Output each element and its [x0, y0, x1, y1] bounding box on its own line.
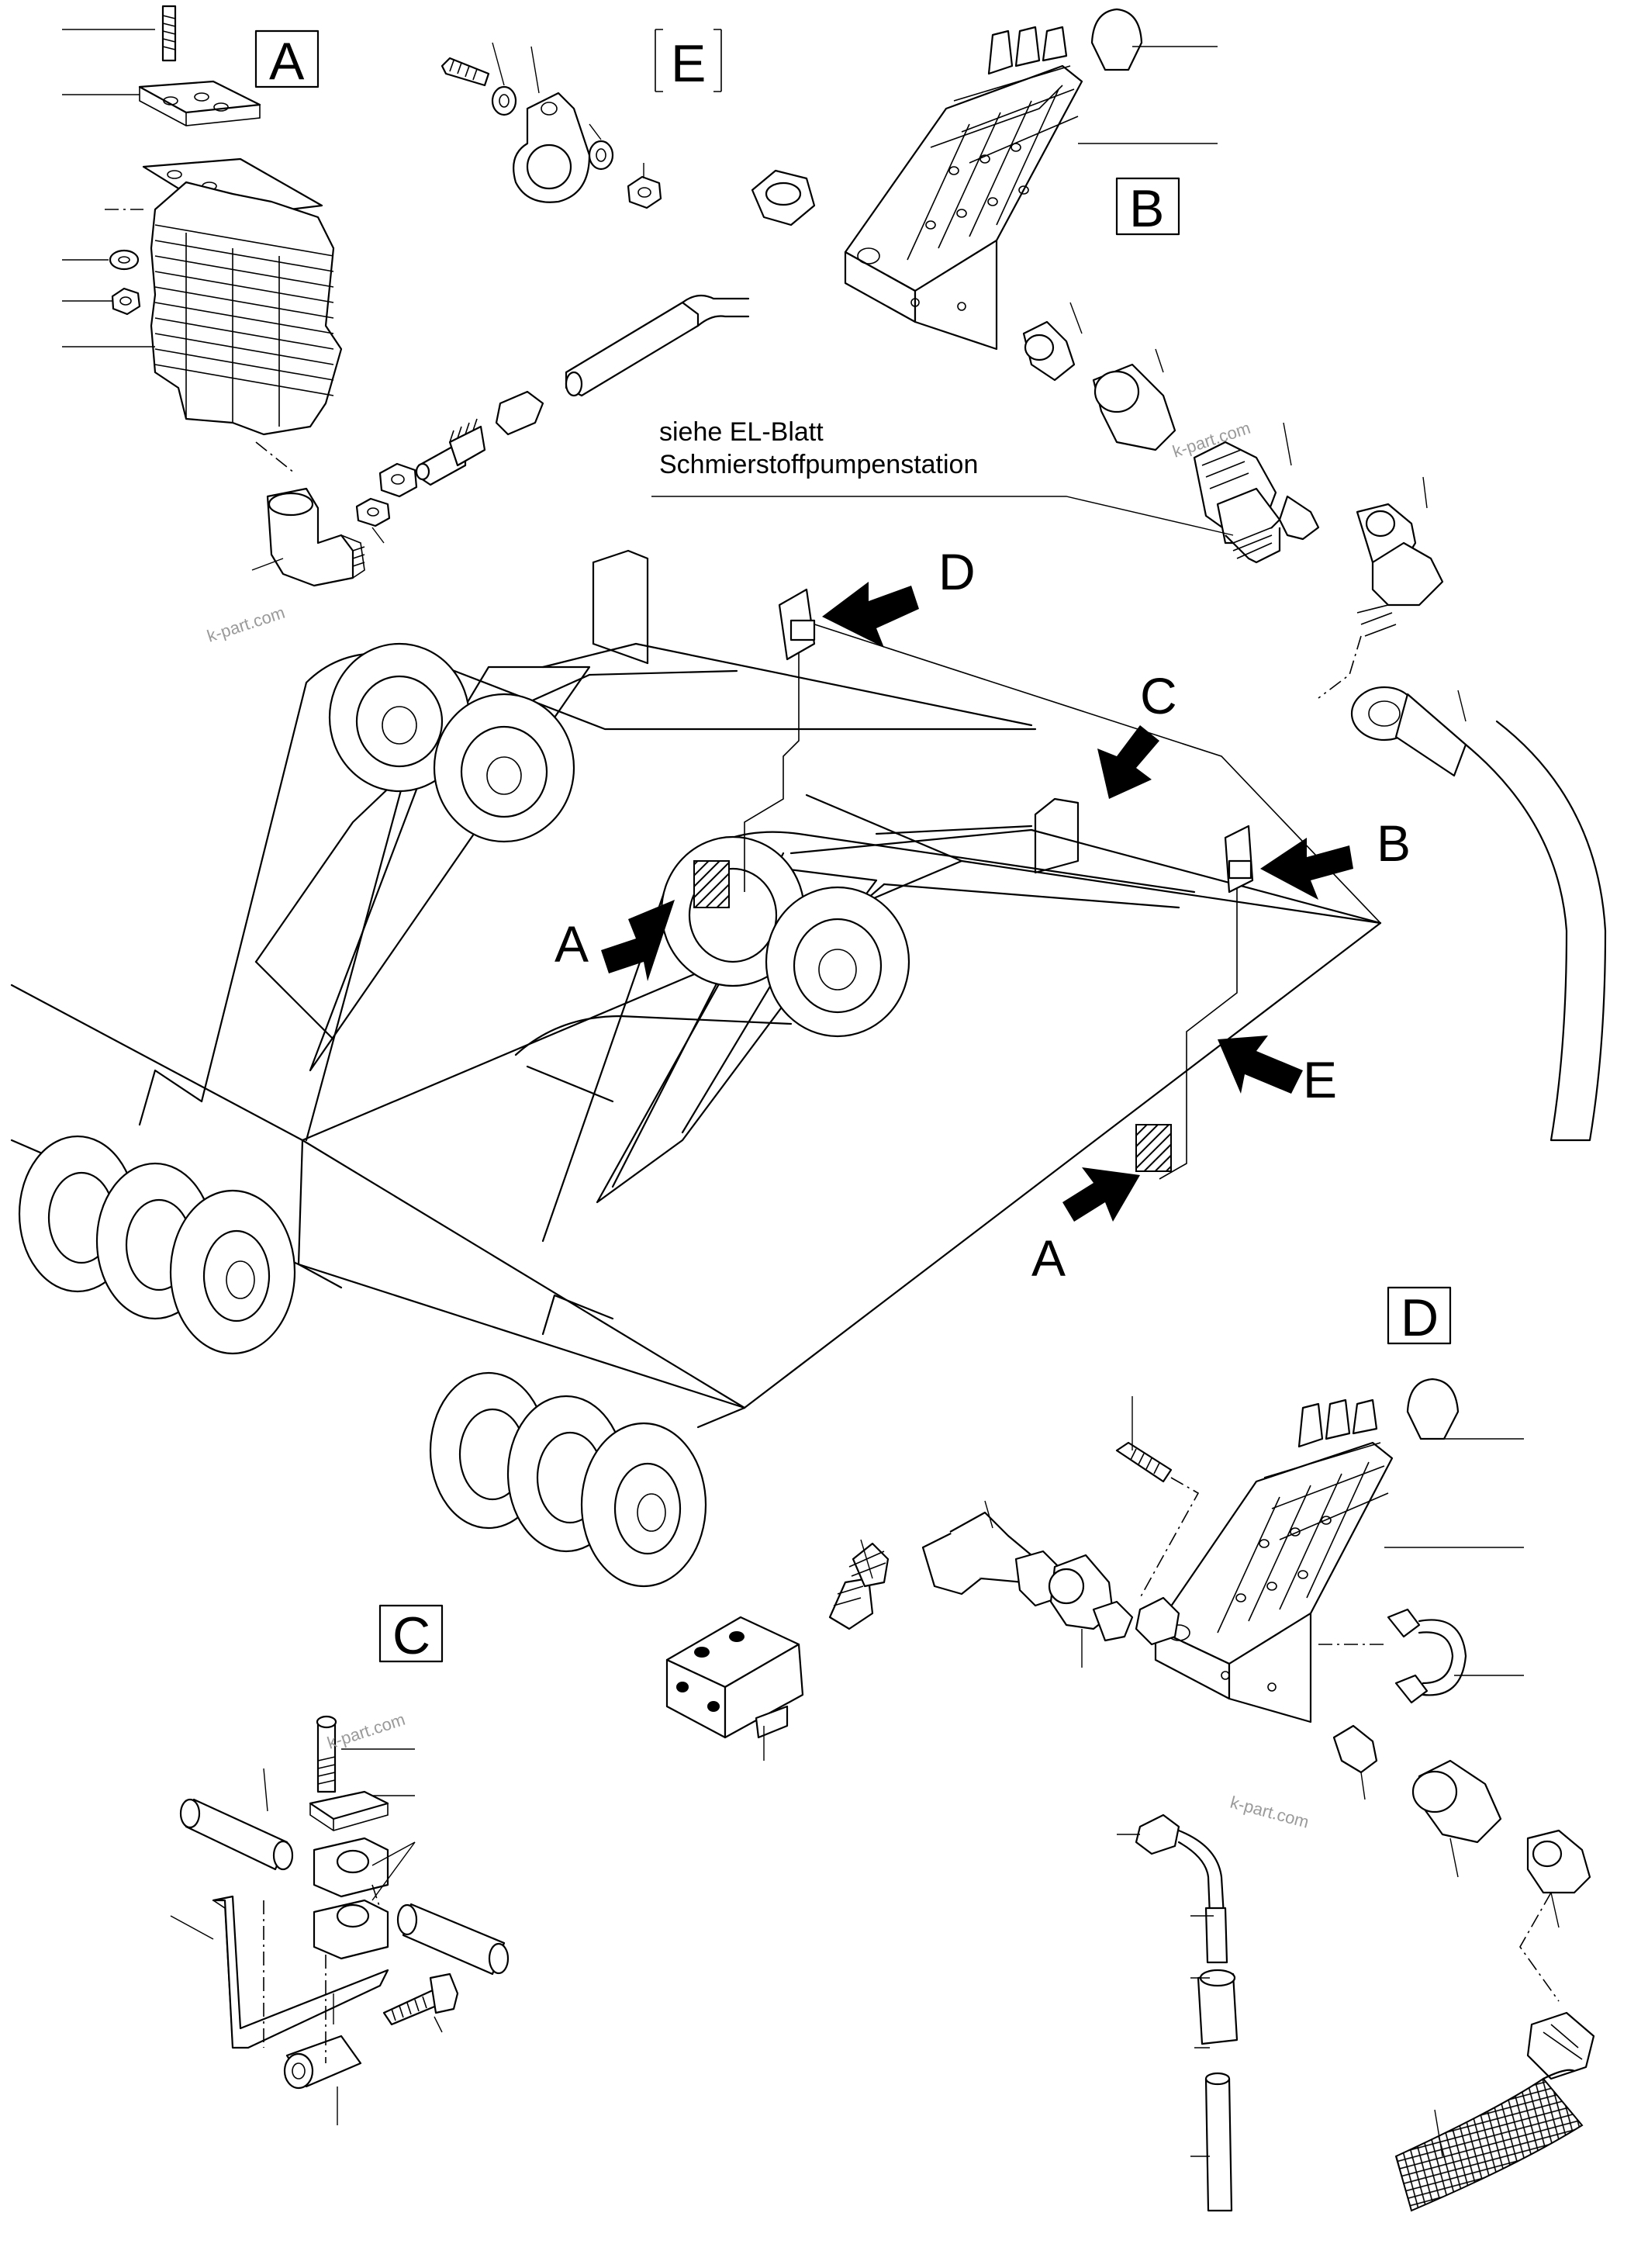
arrow-icon [601, 900, 675, 981]
detail-D: D [665, 1286, 1595, 2212]
detail-box-E: E [671, 34, 706, 93]
distributor-B-small [1224, 825, 1254, 894]
watermark: k-part.com [325, 1710, 408, 1753]
arrow-icon [1062, 1167, 1140, 1222]
distributor-block-icon [1154, 1441, 1394, 1723]
arrow-label-B: B [1377, 814, 1411, 872]
hose-icon [1350, 686, 1607, 1142]
arrows [601, 582, 1353, 1222]
distributor-block-icon [844, 64, 1083, 351]
elbow-D [921, 1511, 1180, 1646]
reference-note: siehe EL-Blatt Schmierstoffpumpenstation [651, 417, 1234, 536]
watermark: k-part.com [1228, 1793, 1311, 1832]
fitting-chain-A [355, 294, 750, 544]
filter-A-lower [1135, 1124, 1172, 1172]
arrow-icon [1097, 725, 1159, 799]
left-block-D [665, 1542, 890, 1739]
hose-icon [1394, 2011, 1595, 2212]
detail-E: E [441, 29, 722, 209]
arrow-icon [1260, 838, 1353, 900]
arrow-label-D: D [938, 543, 976, 600]
note-line-2: Schmierstoffpumpenstation [659, 450, 978, 479]
frame-structure [10, 549, 1382, 1588]
arrow-label-A-lower: A [1031, 1229, 1066, 1287]
detail-C: C [170, 1604, 510, 2125]
arrow-icon [822, 582, 919, 648]
pipe-D-vertical [1135, 1813, 1239, 2212]
arrow-icon [1218, 1035, 1303, 1094]
watermark: k-part.com [205, 603, 288, 646]
detail-box-C: C [392, 1606, 430, 1665]
distributor-D-small [778, 588, 816, 661]
arrow-label-A-upper: A [555, 915, 589, 973]
detail-box-B: B [1129, 179, 1164, 238]
filter-A-upper [693, 860, 730, 908]
detail-box-D: D [1401, 1288, 1439, 1347]
note-line-1: siehe EL-Blatt [659, 417, 824, 447]
detail-B: B [751, 8, 1607, 1142]
detail-box-A: A [269, 32, 305, 91]
arrow-label-E: E [1303, 1051, 1337, 1108]
arrow-label-C: C [1140, 667, 1177, 724]
detail-A: A [62, 5, 365, 587]
